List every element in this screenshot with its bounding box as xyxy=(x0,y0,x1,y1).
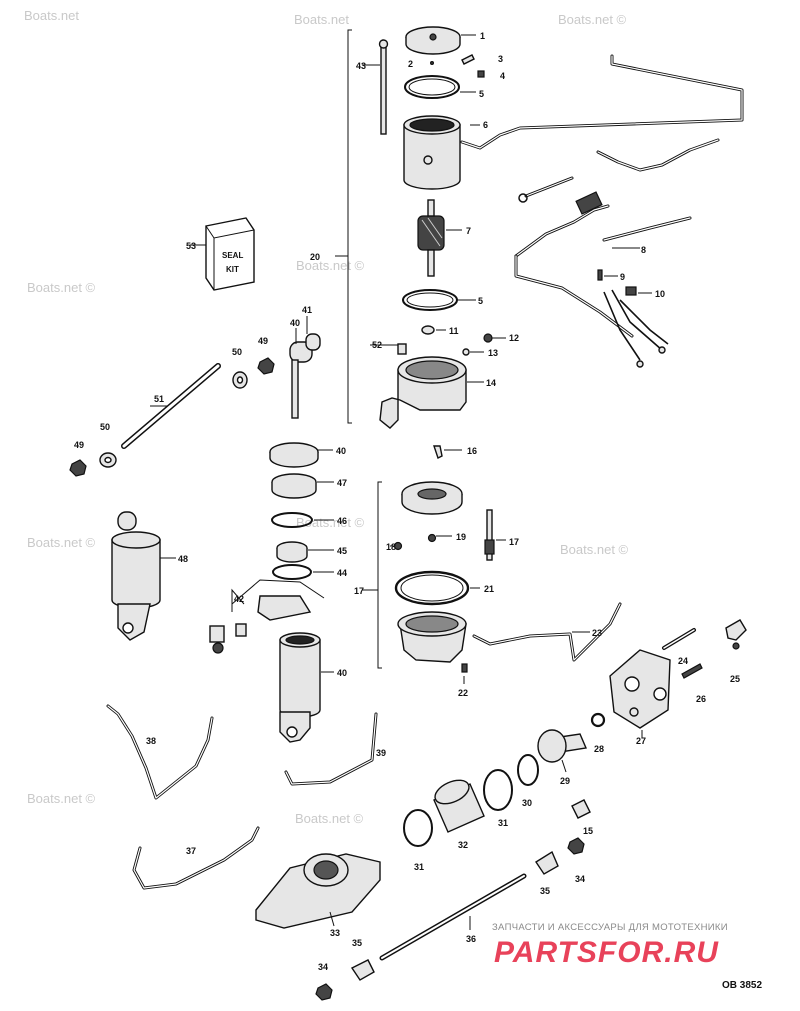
callout-51: 51 xyxy=(154,394,164,404)
callout-19: 19 xyxy=(456,532,466,542)
diagram-reference: OB 3852 xyxy=(722,980,762,991)
callout-34: 34 xyxy=(318,962,328,972)
watermark-text: Boats.net © xyxy=(560,542,629,557)
callout-30: 30 xyxy=(522,798,532,808)
callout-21: 21 xyxy=(484,584,494,594)
pivot-shaft-group xyxy=(69,316,321,477)
callout-11: 11 xyxy=(449,326,459,336)
callout-1: 1 xyxy=(480,31,485,41)
center-stack xyxy=(209,442,334,743)
callout-49: 49 xyxy=(74,440,84,450)
callout-2: 2 xyxy=(408,59,413,69)
callout-20: 20 xyxy=(310,252,320,262)
callout-37: 37 xyxy=(186,846,196,856)
callout-13: 13 xyxy=(488,348,498,358)
callout-32: 32 xyxy=(458,840,468,850)
callout-40: 40 xyxy=(337,668,347,678)
callout-18: 18 xyxy=(386,542,396,552)
callout-12: 12 xyxy=(509,333,519,343)
callout-23: 23 xyxy=(592,628,602,638)
end-housing xyxy=(379,369,467,429)
callout-33: 33 xyxy=(330,928,340,938)
trim-cylinder xyxy=(279,639,321,718)
tilt-cylinder xyxy=(111,511,176,641)
callout-16: 16 xyxy=(467,446,477,456)
fittings-lower xyxy=(315,799,591,1001)
callout-14: 14 xyxy=(486,378,496,388)
callout-49: 49 xyxy=(258,336,268,346)
callout-31: 31 xyxy=(498,818,508,828)
seal-kit-box: SEAL KIT xyxy=(190,217,255,291)
watermark-text: Boats.net © xyxy=(296,258,365,273)
callout-50: 50 xyxy=(232,347,242,357)
callout-27: 27 xyxy=(636,736,646,746)
motor-assembly xyxy=(335,26,744,459)
callout-41: 41 xyxy=(302,305,312,315)
valve-group xyxy=(362,481,622,684)
callout-42: 42 xyxy=(234,594,244,604)
callout-9: 9 xyxy=(620,272,625,282)
callout-35: 35 xyxy=(352,938,362,948)
piston-rod xyxy=(379,873,527,961)
hydraulic-lines xyxy=(106,704,378,890)
manual-release-group xyxy=(403,619,747,847)
brand-logo-text: PARTSFOR.RU xyxy=(494,936,719,969)
assembly-bracket xyxy=(347,29,352,424)
brand-tagline: ЗАПЧАСТИ И АКСЕССУАРЫ ДЛЯ МОТОТЕХНИКИ xyxy=(492,922,728,933)
callout-17: 17 xyxy=(509,537,519,547)
callout-52: 52 xyxy=(372,340,382,350)
callout-34: 34 xyxy=(575,874,585,884)
watermark-text: Boats.net © xyxy=(296,515,365,530)
watermarks: Boats.net Boats.net Boats.net © Boats.ne… xyxy=(24,8,629,826)
valve-block xyxy=(609,649,671,729)
manifold-base xyxy=(255,853,381,929)
callout-47: 47 xyxy=(337,478,347,488)
callout-28: 28 xyxy=(594,744,604,754)
watermark-text: Boats.net © xyxy=(27,535,96,550)
callout-5: 5 xyxy=(479,89,484,99)
watermark-text: Boats.net xyxy=(294,12,349,27)
callout-7: 7 xyxy=(466,226,471,236)
callout-38: 38 xyxy=(146,736,156,746)
callout-36: 36 xyxy=(466,934,476,944)
callout-40: 40 xyxy=(336,446,346,456)
callout-50: 50 xyxy=(100,422,110,432)
callout-39: 39 xyxy=(376,748,386,758)
callout-15: 15 xyxy=(583,826,593,836)
callout-31: 31 xyxy=(414,862,424,872)
motor-frame xyxy=(403,124,461,190)
callout-44: 44 xyxy=(337,568,347,578)
callout-8: 8 xyxy=(641,245,646,255)
callout-45: 45 xyxy=(337,546,347,556)
callout-35: 35 xyxy=(540,886,550,896)
seal-kit-label: KIT xyxy=(226,265,239,274)
callout-4: 4 xyxy=(500,71,505,81)
callout-26: 26 xyxy=(696,694,706,704)
callout-25: 25 xyxy=(730,674,740,684)
watermark-text: Boats.net © xyxy=(27,791,96,806)
watermark-text: Boats.net © xyxy=(27,280,96,295)
callout-17: 17 xyxy=(354,586,364,596)
callout-40: 40 xyxy=(290,318,300,328)
callout-22: 22 xyxy=(458,688,468,698)
callout-46: 46 xyxy=(337,516,347,526)
callout-53: 53 xyxy=(186,241,196,251)
wiring-harness xyxy=(514,138,720,368)
callout-10: 10 xyxy=(655,289,665,299)
watermark-text: Boats.net © xyxy=(295,811,364,826)
callout-6: 6 xyxy=(483,120,488,130)
callout-29: 29 xyxy=(560,776,570,786)
callout-3: 3 xyxy=(498,54,503,64)
callout-48: 48 xyxy=(178,554,188,564)
footer-branding: ЗАПЧАСТИ И АКСЕССУАРЫ ДЛЯ МОТОТЕХНИКИ PA… xyxy=(492,922,762,991)
callout-5: 5 xyxy=(478,296,483,306)
seal-kit-label: SEAL xyxy=(222,251,243,260)
long-bolt xyxy=(380,43,387,135)
watermark-text: Boats.net © xyxy=(558,12,627,27)
watermark-text: Boats.net xyxy=(24,8,79,23)
callout-labels: 1 2 3 4 5 6 7 8 9 10 5 11 12 13 14 16 20… xyxy=(74,31,740,972)
callout-43: 43 xyxy=(356,61,366,71)
callout-24: 24 xyxy=(678,656,688,666)
